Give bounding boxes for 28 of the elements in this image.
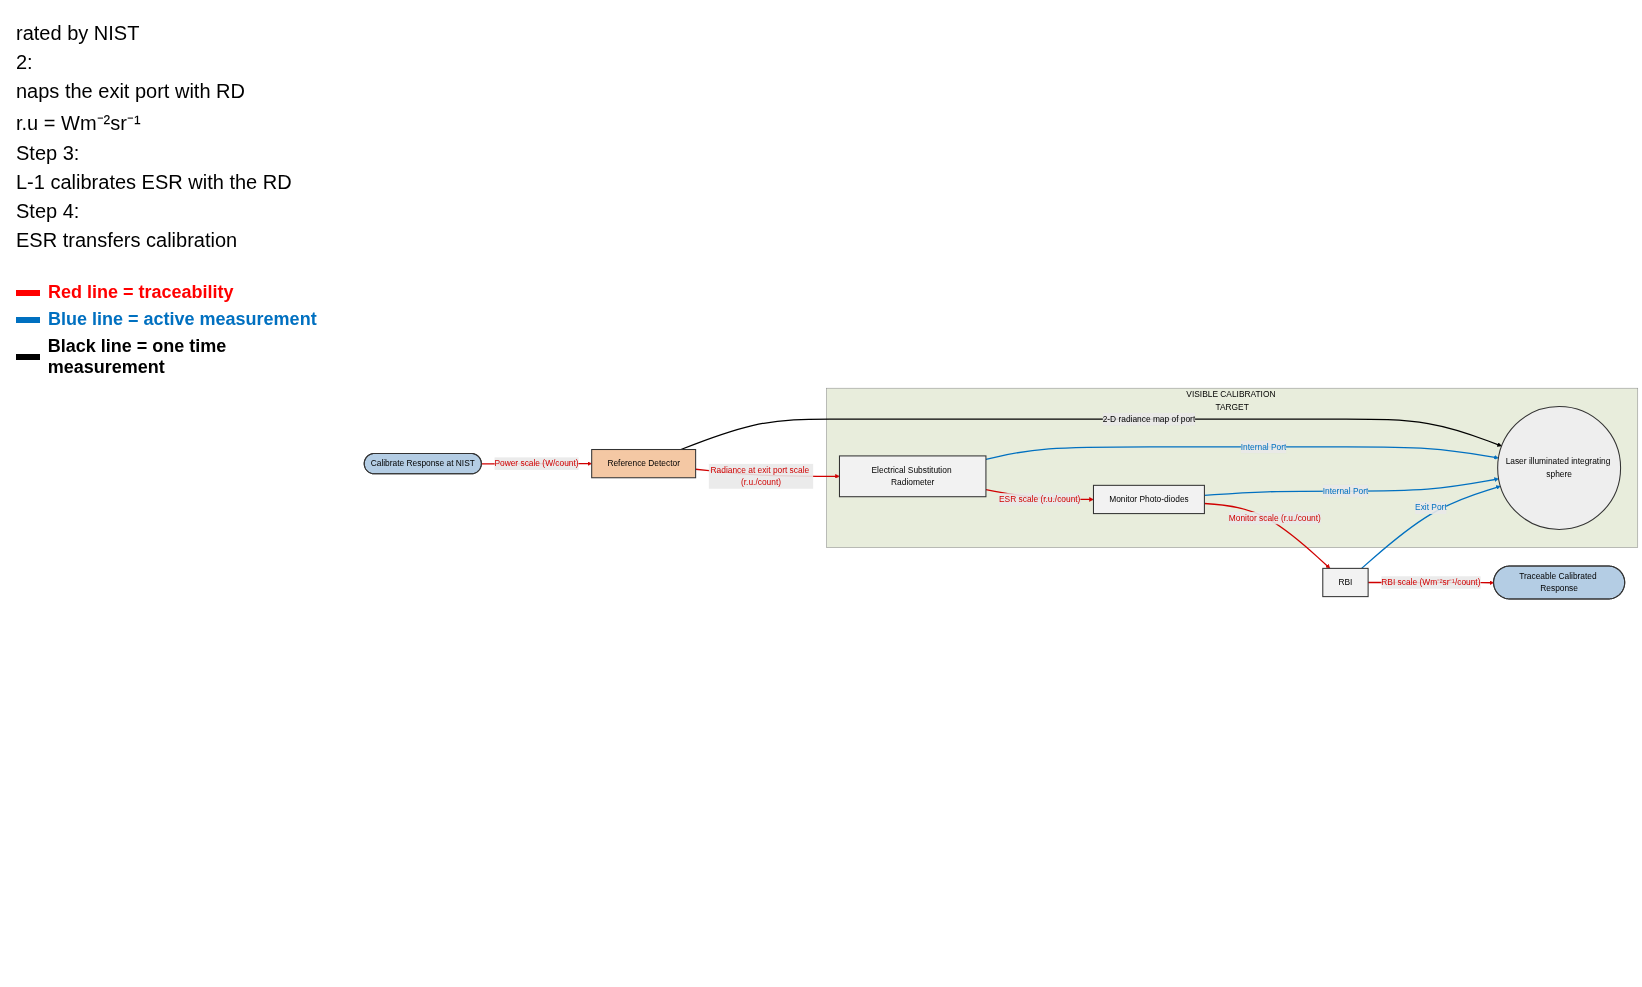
note-text: L-1 calibrates ESR with the RD: [16, 171, 293, 194]
edge-label: Internal Port: [1322, 486, 1369, 496]
note-text: rated by NIST: [16, 22, 141, 45]
edge-label: Exit Port: [1415, 503, 1447, 512]
node-box: RBI: [1322, 567, 1369, 598]
edge-label: Internal Port: [1240, 442, 1287, 451]
legend-text: Black line = one time measurement: [47, 336, 228, 378]
note-text: ESR transfers calibration: [16, 229, 239, 252]
legend-text: Blue line = active measurement: [48, 309, 317, 330]
arrow: [985, 446, 1499, 460]
edge-label: Power scale (W/count): [494, 458, 579, 468]
edge-label: 2-D radiance map of port: [1102, 414, 1196, 424]
node-box: Reference Detector: [591, 448, 697, 479]
step-heading: Step 3:: [16, 142, 81, 165]
arrow: [1360, 485, 1501, 569]
step-heading: Step 4:: [16, 200, 81, 223]
note-text: naps the exit port with RD: [16, 80, 246, 103]
edge-label: RBI scale (Wm⁻²sr⁻¹/count): [1381, 577, 1481, 587]
legend-text: Red line = traceability: [48, 282, 234, 303]
node-circle: Laser illuminated integrating sphere: [1497, 405, 1622, 530]
step-heading: 2:: [16, 51, 34, 74]
edge-label: Monitor scale (r.u./count): [1228, 513, 1321, 523]
note-text: r.u = Wm⁻²sr⁻¹: [16, 111, 142, 136]
edge-label: Radiance at exit port scale (r.u./count): [710, 465, 810, 487]
arrow: [680, 418, 1502, 451]
node-box: Monitor Photo-diodes: [1092, 484, 1205, 515]
edge-label: ESR scale (r.u./count): [999, 494, 1081, 504]
node-box: Electrical Substitution Radiometer: [838, 455, 987, 498]
